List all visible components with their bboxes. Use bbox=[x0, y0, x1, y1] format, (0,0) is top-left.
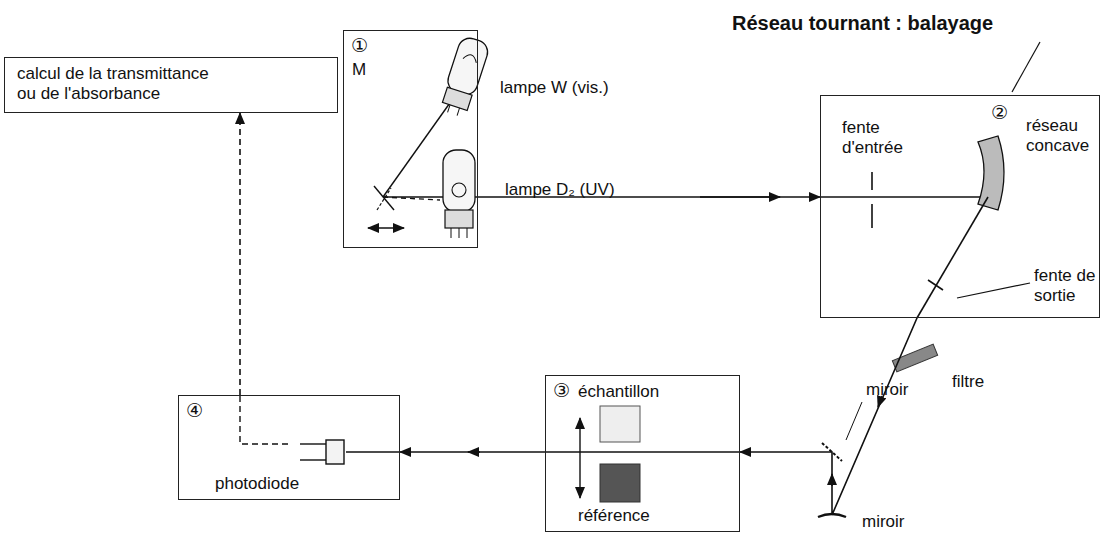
light-ray bbox=[545, 451, 740, 453]
box-text: photodiode bbox=[215, 474, 299, 494]
tungsten-lamp bbox=[438, 35, 491, 118]
photodiode-lead bbox=[300, 459, 326, 460]
callout-number: ④ bbox=[186, 400, 203, 422]
pin bbox=[457, 108, 459, 116]
double-arrow bbox=[368, 227, 404, 228]
bulb bbox=[443, 150, 475, 212]
lamp-base bbox=[442, 87, 472, 110]
light-ray bbox=[820, 196, 988, 198]
photodiode-body bbox=[326, 440, 344, 464]
part-label: lampe W (vis.) bbox=[500, 78, 609, 98]
part-label: miroir bbox=[862, 512, 905, 532]
component-box: ④ photodiode bbox=[178, 395, 400, 500]
part-label: fente de sortie bbox=[1034, 266, 1096, 305]
component-box: calcul de la transmittance ou de l'absor… bbox=[4, 57, 338, 113]
box-text: référence bbox=[578, 506, 650, 526]
pin bbox=[448, 105, 450, 113]
callout-number: ② bbox=[991, 102, 1008, 124]
exit-slit bbox=[928, 280, 943, 290]
pin bbox=[451, 228, 452, 238]
deuterium-lamp bbox=[443, 150, 475, 238]
reference-cell bbox=[600, 464, 640, 502]
entrance-slit bbox=[871, 204, 873, 228]
component-box: ③ échantillon référence bbox=[545, 375, 740, 532]
signal-line bbox=[240, 395, 288, 444]
leader-line bbox=[1012, 42, 1040, 92]
light-path bbox=[740, 318, 917, 515]
leader-line bbox=[957, 283, 1030, 298]
electrode bbox=[452, 183, 466, 197]
filament bbox=[463, 53, 478, 63]
mirror-m bbox=[374, 186, 394, 210]
lamp-base bbox=[445, 210, 473, 228]
heading-label: Réseau tournant : balayage bbox=[732, 12, 993, 35]
photodiode-lead bbox=[300, 443, 326, 444]
concave-grating bbox=[978, 136, 1004, 210]
light-path bbox=[400, 451, 545, 453]
box-text: échantillon bbox=[578, 382, 659, 402]
pin bbox=[459, 228, 460, 238]
part-label: M bbox=[352, 60, 366, 80]
light-path bbox=[239, 113, 241, 395]
part-label: filtre bbox=[952, 372, 984, 392]
pin bbox=[467, 228, 468, 238]
part-label: lampe D₂ (UV) bbox=[505, 180, 615, 200]
sample-cell bbox=[600, 406, 640, 442]
callout-number: ③ bbox=[553, 380, 570, 402]
part-label: réseau concave bbox=[1026, 116, 1096, 155]
box-text: calcul de la transmittance ou de l'absor… bbox=[17, 64, 232, 103]
leader-line bbox=[846, 402, 862, 440]
callout-number: ① bbox=[351, 35, 368, 57]
part-label: miroir bbox=[866, 380, 909, 400]
entrance-slit bbox=[871, 172, 873, 190]
mirror-m bbox=[377, 188, 391, 210]
light-ray bbox=[917, 197, 988, 318]
light-ray bbox=[383, 100, 452, 197]
light-ray bbox=[346, 451, 400, 453]
double-arrow bbox=[579, 418, 580, 498]
part-label: fente d'entrée bbox=[842, 118, 908, 157]
light-ray bbox=[383, 197, 440, 200]
